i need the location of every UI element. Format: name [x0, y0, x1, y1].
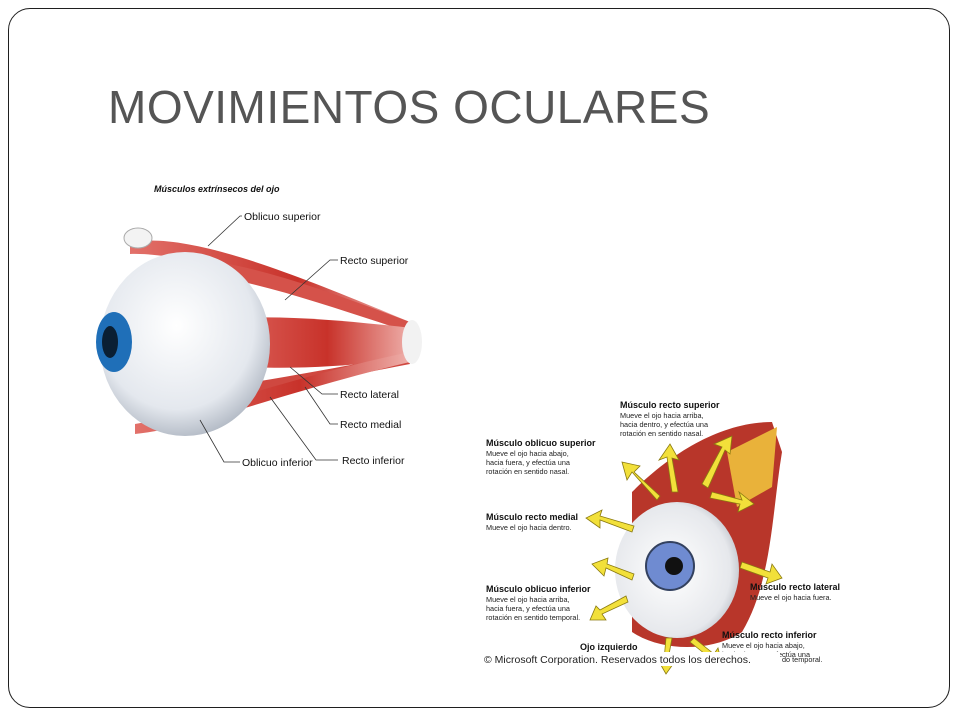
oblicuo-superior-title: Músculo oblicuo superior — [486, 438, 596, 448]
eyeball — [100, 252, 270, 436]
eye-movements-figure: Músculo recto superior Mueve el ojo haci… — [482, 400, 840, 675]
arrow-right-1 — [709, 490, 755, 513]
arrow-down-left-1 — [589, 595, 629, 621]
label-recto-lateral: Recto lateral — [340, 389, 399, 401]
copyright-background — [482, 652, 780, 666]
label-recto-medial: Recto medial — [340, 419, 401, 431]
pupil-front — [665, 557, 683, 575]
pupil — [102, 326, 118, 358]
recto-lateral-title: Músculo recto lateral — [750, 582, 840, 592]
label-recto-inferior: Recto inferior — [342, 455, 405, 467]
figure1-heading: Músculos extrínsecos del ojo — [154, 184, 280, 194]
oblicuo-inferior-line-2: hacia fuera, y efectúa una — [486, 604, 571, 613]
oblicuo-inferior-line-1: Mueve el ojo hacia arriba, — [486, 595, 570, 604]
label-recto-medial-block: Músculo recto medial Mueve el ojo hacia … — [486, 512, 578, 532]
extrinsic-muscles-figure: Músculos extrínsecos del ojo Oblicuo sup… — [96, 184, 422, 469]
arrow-left-2 — [591, 557, 635, 581]
label-oblicuo-superior-block: Músculo oblicuo superior Mueve el ojo ha… — [486, 438, 596, 476]
optic-nerve — [727, 427, 777, 507]
oblicuo-inferior-line-3: rotación en sentido temporal. — [486, 613, 580, 622]
recto-inferior-title: Músculo recto inferior — [722, 630, 817, 640]
oblicuo-superior-line-3: rotación en sentido nasal. — [486, 467, 569, 476]
trochlea — [123, 227, 153, 249]
slide-title: MOVIMIENTOS OCULARES — [108, 81, 711, 133]
recto-superior-line-2: hacia dentro, y efectúa una — [620, 420, 709, 429]
recto-inferior-line-3: do temporal. — [782, 655, 823, 664]
arrow-up-1 — [657, 443, 680, 493]
tendon-ring — [402, 320, 422, 364]
label-recto-superior-block: Músculo recto superior Mueve el ojo haci… — [620, 400, 720, 438]
label-oblicuo-superior: Oblicuo superior — [244, 211, 321, 223]
arrow-up-left-1 — [621, 461, 661, 501]
oblicuo-superior-line-2: hacia fuera, y efectúa una — [486, 458, 571, 467]
arrow-right-2 — [739, 561, 783, 585]
arrow-up-right-1 — [701, 435, 733, 489]
recto-superior-line-3: rotación en sentido nasal. — [620, 429, 703, 438]
label-oblicuo-inferior: Oblicuo inferior — [242, 457, 313, 469]
copyright-text: © Microsoft Corporation. Reservados todo… — [484, 654, 751, 666]
oblicuo-inferior-title: Músculo oblicuo inferior — [486, 584, 591, 594]
recto-lateral-line-1: Mueve el ojo hacia fuera. — [750, 593, 832, 602]
oblicuo-superior-muscle — [130, 240, 410, 334]
label-recto-lateral-block: Músculo recto lateral Mueve el ojo hacia… — [750, 582, 840, 602]
recto-superior-title: Músculo recto superior — [620, 400, 720, 410]
label-oblicuo-inferior-block: Músculo oblicuo inferior Mueve el ojo ha… — [486, 584, 591, 622]
recto-inferior-line-1: Mueve el ojo hacia abajo, — [722, 641, 805, 650]
label-recto-superior: Recto superior — [340, 255, 409, 267]
arrow-left-1 — [585, 509, 635, 533]
eye-side-label: Ojo izquierdo — [580, 642, 638, 652]
recto-medial-title: Músculo recto medial — [486, 512, 578, 522]
recto-medial-line-1: Mueve el ojo hacia dentro. — [486, 523, 572, 532]
recto-superior-line-1: Mueve el ojo hacia arriba, — [620, 411, 704, 420]
oblicuo-superior-line-1: Mueve el ojo hacia abajo, — [486, 449, 569, 458]
